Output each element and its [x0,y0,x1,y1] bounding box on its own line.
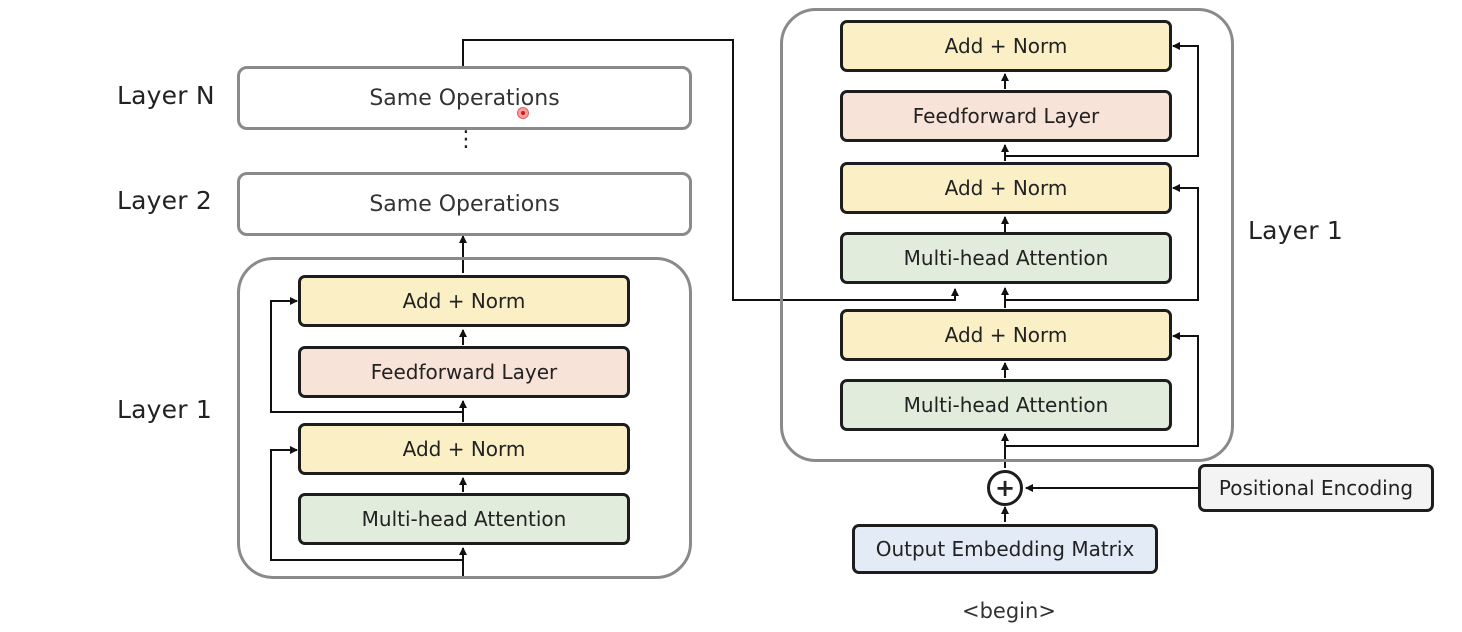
encoder-add-norm-top: Add + Norm [298,275,630,327]
plus-symbol: + [994,474,1016,502]
encoder-add-norm-bottom: Add + Norm [298,423,630,475]
decoder-self-attention: Multi-head Attention [840,379,1172,431]
pointer-cursor-dot [517,107,529,119]
ellipsis: ⋮ [455,127,477,152]
encoder-layer-1-label: Layer 1 [117,395,212,424]
decoder-add-norm-top: Add + Norm [840,20,1172,72]
begin-token: <begin> [962,599,1056,623]
encoder-layer-n-label: Layer N [117,81,215,110]
encoder-layer-1-frame [237,257,692,579]
decoder-layer-1-label: Layer 1 [1248,216,1343,245]
encoder-layer-n-box: Same Operations [237,66,692,130]
add-operator-node: + [987,470,1023,506]
encoder-layer-2-label: Layer 2 [117,186,212,215]
decoder-layer-1-frame [780,8,1234,462]
positional-encoding-box: Positional Encoding [1198,464,1434,512]
decoder-feedforward-layer: Feedforward Layer [840,90,1172,142]
decoder-add-norm-bottom: Add + Norm [840,309,1172,361]
decoder-cross-attention: Multi-head Attention [840,232,1172,284]
encoder-feedforward-layer: Feedforward Layer [298,346,630,398]
encoder-multi-head-attention: Multi-head Attention [298,493,630,545]
encoder-layer-2-box: Same Operations [237,172,692,236]
decoder-add-norm-middle: Add + Norm [840,162,1172,214]
output-embedding-matrix: Output Embedding Matrix [852,524,1158,574]
